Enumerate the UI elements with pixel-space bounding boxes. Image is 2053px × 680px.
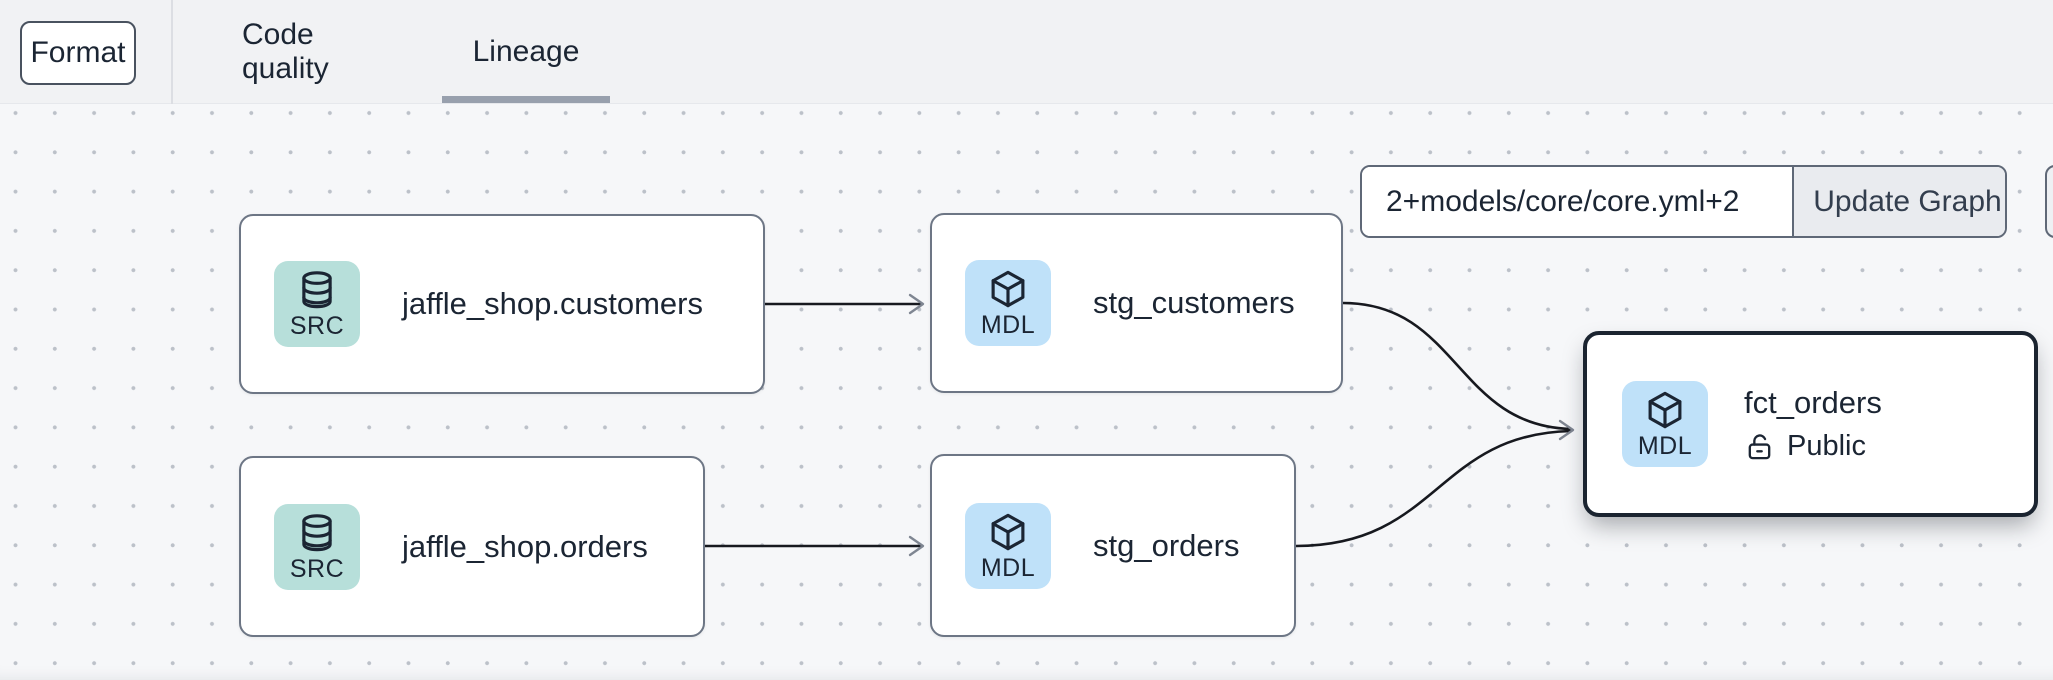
node-label: stg_customers [1093,285,1295,320]
badge-label: SRC [289,554,345,583]
arrowhead-icon [908,293,925,315]
cube-icon [1648,391,1682,429]
selector-input[interactable] [1362,167,1792,236]
cube-icon [991,513,1025,550]
database-icon [302,513,332,551]
tab-code-quality[interactable]: Code quality [242,18,329,85]
model-badge: MDL [965,260,1051,346]
node-stg-customers[interactable]: MDL stg_customers [930,213,1343,393]
arrowhead-icon [1558,419,1575,441]
node-jaffle-shop-orders[interactable]: SRC jaffle_shop.orders [239,456,705,637]
lock-open-icon [1748,434,1771,460]
node-jaffle-shop-customers[interactable]: SRC jaffle_shop.customers [239,214,765,394]
node-label: stg_orders [1093,527,1240,563]
model-badge: MDL [965,502,1051,589]
format-button[interactable]: Format [20,21,136,85]
node-fct-orders[interactable]: MDL fct_orders Public [1583,331,2038,517]
update-graph-button[interactable]: Update Graph [1792,167,2005,236]
node-label: jaffle_shop.customers [402,286,703,321]
lineage-canvas[interactable]: SRC jaffle_shop.customers MDL stg_custom… [0,104,2053,680]
active-tab-underline [442,96,610,103]
model-badge: MDL [1622,381,1708,467]
node-label: jaffle_shop.orders [402,528,648,564]
tab-lineage[interactable]: Lineage [472,35,580,68]
edge-stgorders-fctorders [1295,429,1572,548]
arrowhead-icon [908,535,925,557]
database-icon [302,271,332,309]
top-bar: Format Code quality Lineage [0,0,2053,104]
topbar-divider [171,0,173,104]
badge-label: MDL [980,553,1036,582]
source-badge: SRC [274,503,360,590]
node-stg-orders[interactable]: MDL stg_orders [930,454,1296,637]
cube-icon [991,270,1025,308]
badge-label: MDL [1637,432,1693,460]
edge-stgcustomers-fctorders [1342,301,1572,431]
selector-group: Update Graph [1360,165,2007,238]
node-label: fct_orders [1744,385,1882,420]
badge-label: SRC [289,312,345,340]
clipped-toolbar-button[interactable] [2045,165,2053,238]
access-row: Public [1744,430,1882,463]
badge-label: MDL [980,311,1036,339]
source-badge: SRC [274,261,360,347]
access-label: Public [1787,430,1866,462]
